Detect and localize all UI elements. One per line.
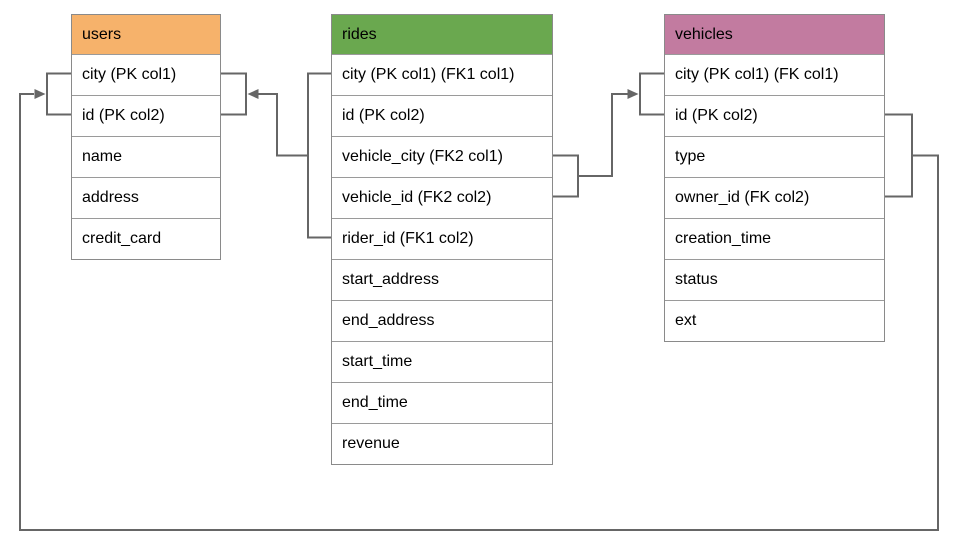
- table-title-users: users: [72, 15, 220, 54]
- column-row-rides: vehicle_id (FK2 col2): [332, 177, 552, 218]
- column-row-vehicles: ext: [665, 300, 884, 341]
- arrowhead-connector-vehicles-users: [34, 89, 46, 99]
- column-row-rides: start_time: [332, 341, 552, 382]
- column-row-rides: end_time: [332, 382, 552, 423]
- column-row-vehicles: owner_id (FK col2): [665, 177, 884, 218]
- column-row-vehicles: status: [665, 259, 884, 300]
- fk-bracket-connector-rides-users-1: [221, 72, 247, 116]
- column-row-users: address: [72, 177, 220, 218]
- column-row-rides: id (PK col2): [332, 95, 552, 136]
- column-row-rides: revenue: [332, 423, 552, 464]
- table-title-rides: rides: [332, 15, 552, 54]
- column-row-vehicles: id (PK col2): [665, 95, 884, 136]
- fk-bracket-connector-rides-users-0: [307, 72, 331, 239]
- column-row-vehicles: creation_time: [665, 218, 884, 259]
- fk-bracket-connector-vehicles-users-1: [46, 72, 71, 116]
- arrowhead-connector-rides-users: [247, 89, 259, 99]
- connector-vehicles-users: [19, 93, 939, 531]
- column-row-rides: city (PK col1) (FK1 col1): [332, 54, 552, 95]
- column-row-rides: end_address: [332, 300, 552, 341]
- column-row-rides: start_address: [332, 259, 552, 300]
- fk-bracket-connector-rides-vehicles-1: [639, 72, 664, 116]
- column-row-rides: vehicle_city (FK2 col1): [332, 136, 552, 177]
- column-row-rides: rider_id (FK1 col2): [332, 218, 552, 259]
- column-row-users: credit_card: [72, 218, 220, 259]
- column-row-users: name: [72, 136, 220, 177]
- connector-rides-users: [250, 93, 308, 157]
- table-title-vehicles: vehicles: [665, 15, 884, 54]
- column-row-vehicles: type: [665, 136, 884, 177]
- column-row-vehicles: city (PK col1) (FK col1): [665, 54, 884, 95]
- connector-rides-vehicles: [578, 93, 636, 177]
- column-row-users: id (PK col2): [72, 95, 220, 136]
- arrowhead-connector-rides-vehicles: [627, 89, 639, 99]
- fk-bracket-connector-vehicles-users-0: [885, 113, 913, 198]
- fk-bracket-connector-rides-vehicles-0: [553, 154, 579, 198]
- column-row-users: city (PK col1): [72, 54, 220, 95]
